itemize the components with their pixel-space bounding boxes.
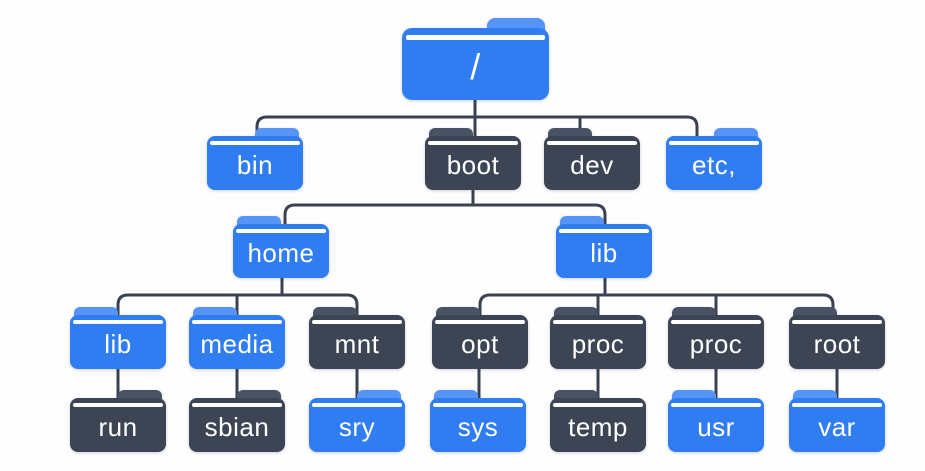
folder-proc1-label: proc xyxy=(571,328,625,359)
folder-stripe xyxy=(210,141,300,145)
folder-usr-label: usr xyxy=(697,411,735,442)
connector-boot-to-level3 xyxy=(283,188,607,242)
folder-stripe xyxy=(406,35,545,40)
folder-stripe xyxy=(73,403,163,407)
folder-stripe xyxy=(192,403,282,407)
folder-stripe xyxy=(312,320,402,324)
folder-opt-label: opt xyxy=(461,328,499,359)
folder-sys-icon: sys xyxy=(430,390,526,452)
folder-temp-icon: temp xyxy=(550,390,646,452)
folder-proc2-label: proc xyxy=(689,328,743,359)
folder-stripe xyxy=(73,320,163,324)
folder-run-icon: run xyxy=(70,390,166,452)
folder-stripe xyxy=(192,320,282,324)
folder-proc2-icon: proc xyxy=(668,307,764,369)
folder-proc1-icon: proc xyxy=(550,307,646,369)
folder-stripe xyxy=(312,403,402,407)
folder-media-icon: media xyxy=(189,307,285,369)
folder-boot-label: boot xyxy=(446,149,500,180)
folder-usr-icon: usr xyxy=(668,390,764,452)
folder-root-label: / xyxy=(470,46,481,87)
folder-lib2-label: lib xyxy=(104,328,132,359)
folder-sys-label: sys xyxy=(457,411,499,442)
folder-bin-icon: bin xyxy=(207,128,303,190)
folder-stripe xyxy=(553,320,643,324)
folder-root2-icon: root xyxy=(789,307,885,369)
folder-lib2-icon: lib xyxy=(70,307,166,369)
folder-mnt-label: mnt xyxy=(334,328,380,359)
folder-sry-label: sry xyxy=(338,411,376,442)
folder-dev-label: dev xyxy=(570,149,614,180)
folder-stripe xyxy=(669,141,759,145)
folder-mnt-icon: mnt xyxy=(309,307,405,369)
folder-bin-label: bin xyxy=(236,149,274,180)
folder-root2-label: root xyxy=(813,328,861,359)
connector-lib-to-level4 xyxy=(478,276,835,334)
folder-media-label: media xyxy=(200,328,274,359)
folder-sry-icon: sry xyxy=(309,390,405,452)
folder-temp-label: temp xyxy=(568,411,628,442)
folder-stripe xyxy=(236,229,326,233)
folder-stripe xyxy=(792,403,882,407)
folder-opt-icon: opt xyxy=(432,307,528,369)
folder-stripe xyxy=(428,141,518,145)
folder-root-icon: / xyxy=(402,18,549,100)
folder-stripe xyxy=(553,403,643,407)
folder-home-icon: home xyxy=(233,216,329,278)
folder-stripe xyxy=(435,320,525,324)
folder-run-label: run xyxy=(98,411,138,442)
folder-stripe xyxy=(547,141,637,145)
folder-stripe xyxy=(433,403,523,407)
connector-level4-to-level5 xyxy=(116,360,839,402)
folder-home-label: home xyxy=(247,237,315,268)
folder-var-icon: var xyxy=(789,390,885,452)
folder-stripe xyxy=(671,320,761,324)
folder-stripe xyxy=(792,320,882,324)
folder-boot-icon: boot xyxy=(425,128,521,190)
folder-sbian-label: sbian xyxy=(204,411,270,442)
folder-stripe xyxy=(671,403,761,407)
folder-lib-icon: lib xyxy=(556,216,652,278)
folder-etc-label: etc, xyxy=(692,149,736,180)
folder-var-label: var xyxy=(818,411,856,442)
folder-stripe xyxy=(559,229,649,233)
folder-etc-icon: etc, xyxy=(666,128,762,190)
folder-lib-label: lib xyxy=(590,237,618,268)
folder-sbian-icon: sbian xyxy=(189,390,285,452)
folder-dev-icon: dev xyxy=(544,128,640,190)
